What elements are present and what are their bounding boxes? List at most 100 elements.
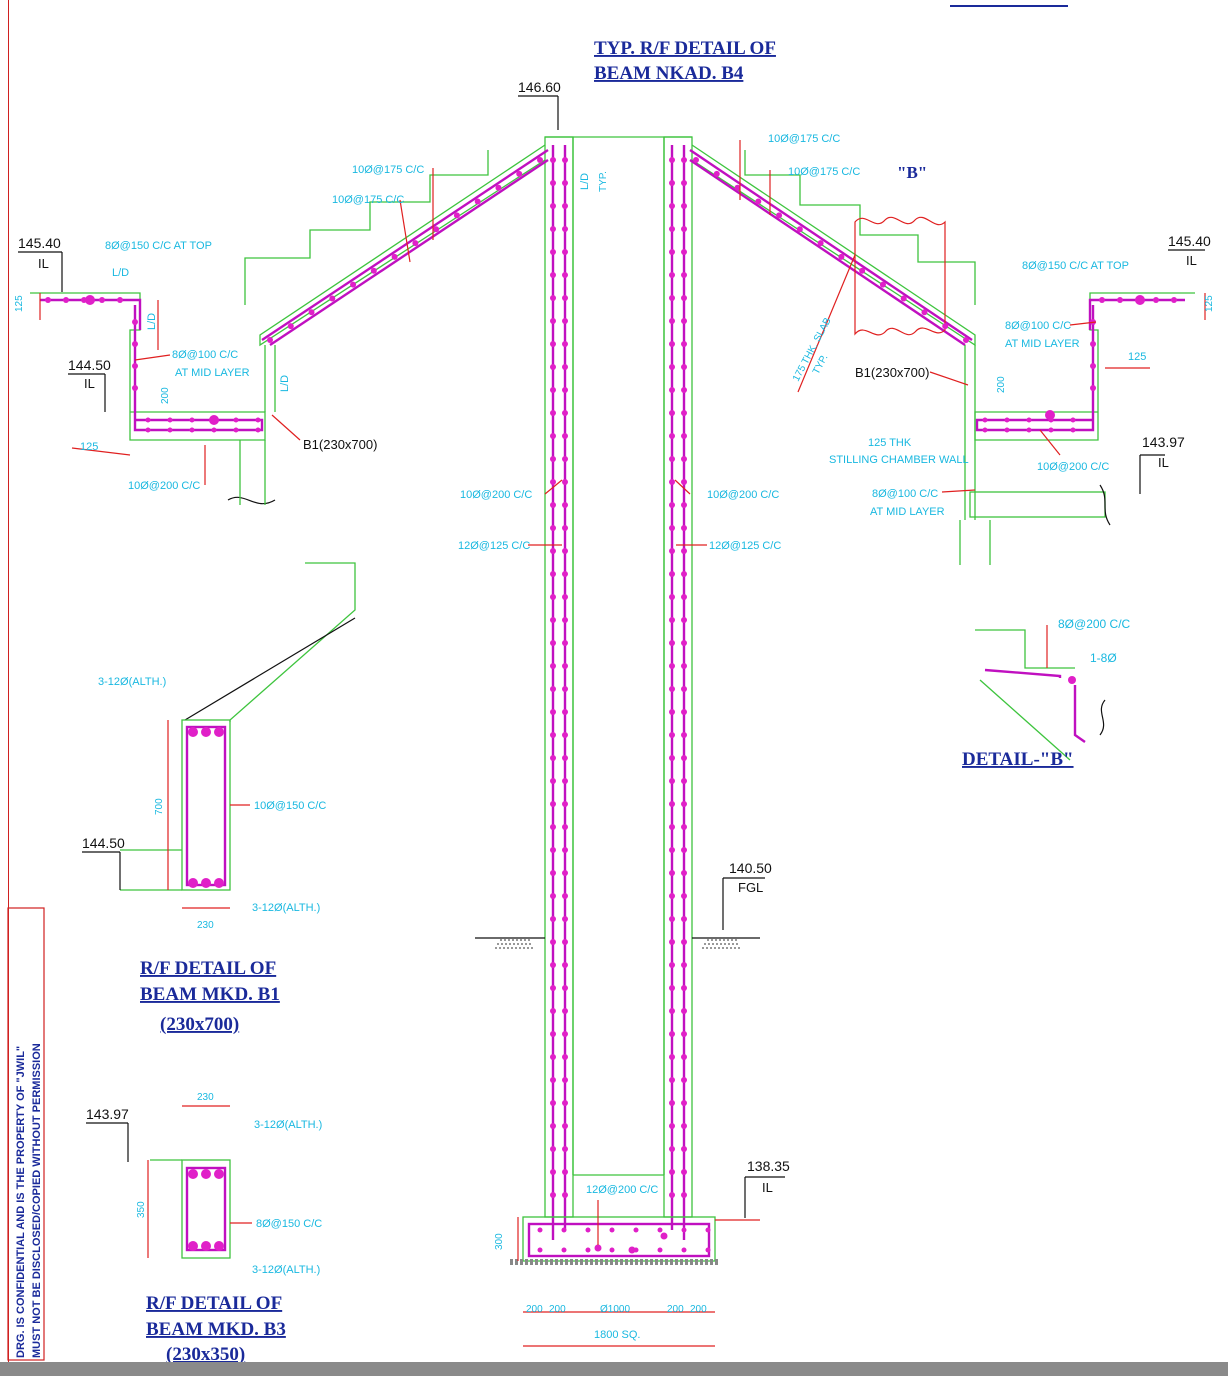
level-bottom-il: IL bbox=[762, 1180, 773, 1195]
detail-b-drawing bbox=[975, 629, 1106, 761]
rebar-dot bbox=[681, 548, 687, 554]
rebar-dot bbox=[562, 318, 568, 324]
rebar-dot bbox=[669, 525, 675, 531]
right-slab-structure bbox=[689, 144, 1195, 565]
rebar-dot bbox=[628, 1246, 636, 1254]
label-col-typ: TYP. bbox=[598, 171, 609, 192]
rebar-dot bbox=[562, 433, 568, 439]
rebar-dot bbox=[669, 732, 675, 738]
rebar-dot bbox=[669, 939, 675, 945]
rebar-dot bbox=[669, 548, 675, 554]
rebar-dot bbox=[99, 297, 105, 303]
rebar-dot bbox=[132, 319, 138, 325]
level-bottom: 138.35 bbox=[747, 1158, 790, 1174]
rebar-dot bbox=[1004, 427, 1010, 433]
label-left-top2: 10Ø@175 C/C bbox=[332, 194, 404, 206]
label-footing-300: 300 bbox=[494, 1233, 505, 1250]
rebar-dot bbox=[550, 1169, 556, 1175]
rebar-dot bbox=[669, 755, 675, 761]
rebar-dot bbox=[550, 1031, 556, 1037]
rebar-dot bbox=[681, 962, 687, 968]
rebar-dot bbox=[681, 456, 687, 462]
rebar-dot bbox=[550, 847, 556, 853]
rebar-dot bbox=[562, 364, 568, 370]
label-b1-stirrup: 10Ø@150 C/C bbox=[254, 800, 326, 812]
rebar-dot bbox=[1090, 341, 1096, 347]
label-footing-d1: 200 bbox=[526, 1304, 543, 1315]
central-column bbox=[510, 136, 720, 1265]
rebar-dot bbox=[681, 1192, 687, 1198]
rebar-dot bbox=[211, 427, 217, 433]
left-slab-rebar-dots bbox=[45, 157, 543, 433]
rebar-dot bbox=[562, 456, 568, 462]
rebar-dot bbox=[681, 1031, 687, 1037]
rebar-dot bbox=[562, 847, 568, 853]
rebar-dot bbox=[681, 1100, 687, 1106]
rebar-dot bbox=[609, 1227, 615, 1233]
label-right-8top: 8Ø@150 C/C AT TOP bbox=[1022, 260, 1129, 272]
rebar-dot bbox=[669, 1100, 675, 1106]
rebar-dot bbox=[214, 878, 224, 888]
rebar-dot bbox=[669, 847, 675, 853]
label-left-8mid: 8Ø@100 C/C bbox=[172, 349, 238, 361]
rebar-dot bbox=[681, 916, 687, 922]
rebar-dot bbox=[495, 184, 502, 191]
rebar-dot bbox=[669, 456, 675, 462]
rebar-dot bbox=[562, 295, 568, 301]
level-right-top-il: IL bbox=[1186, 253, 1197, 268]
rebar-dot bbox=[681, 1123, 687, 1129]
bottom-scroll-bar[interactable] bbox=[0, 1362, 1228, 1376]
rebar-dot bbox=[550, 870, 556, 876]
label-left-b1: B1(230x700) bbox=[303, 437, 377, 452]
rebar-dot bbox=[562, 801, 568, 807]
rebar-dot bbox=[63, 297, 69, 303]
level-b1: 144.50 bbox=[82, 835, 125, 851]
level-right-mid-il: IL bbox=[1158, 455, 1169, 470]
rebar-dot bbox=[550, 525, 556, 531]
rebar-dot bbox=[562, 249, 568, 255]
rebar-dot bbox=[167, 417, 173, 423]
rebar-dot bbox=[669, 985, 675, 991]
rebar-dot bbox=[1135, 295, 1145, 305]
rebar-dot bbox=[669, 594, 675, 600]
rebar-dot bbox=[669, 410, 675, 416]
rebar-dot bbox=[233, 417, 239, 423]
rebar-dot bbox=[189, 417, 195, 423]
rebar-dot bbox=[188, 1241, 198, 1251]
rebar-dot bbox=[1171, 297, 1177, 303]
rebar-dot bbox=[562, 732, 568, 738]
label-col-ld: L/D bbox=[579, 173, 591, 190]
rebar-dot bbox=[681, 1247, 687, 1253]
rebar-dot bbox=[1070, 427, 1076, 433]
rebar-dot bbox=[1153, 297, 1159, 303]
rebar-dot bbox=[633, 1247, 639, 1253]
label-footing-d4: 200 bbox=[667, 1304, 684, 1315]
rebar-dot bbox=[669, 295, 675, 301]
rebar-dot bbox=[681, 778, 687, 784]
rebar-dot bbox=[1026, 417, 1032, 423]
rebar-dot bbox=[681, 1169, 687, 1175]
label-b1-700: 700 bbox=[154, 798, 165, 815]
title-b3-line2: BEAM MKD. B3 bbox=[146, 1319, 286, 1340]
rebar-dot bbox=[562, 1123, 568, 1129]
rebar-dot bbox=[562, 870, 568, 876]
label-right-125: 125 bbox=[1204, 295, 1215, 312]
rebar-dot bbox=[681, 732, 687, 738]
label-left-8top: 8Ø@150 C/C AT TOP bbox=[105, 240, 212, 252]
label-right-top2: 10Ø@175 C/C bbox=[788, 166, 860, 178]
rebar-dot bbox=[550, 1054, 556, 1060]
rebar-dot bbox=[562, 1077, 568, 1083]
rebar-dot bbox=[562, 617, 568, 623]
rebar-dot bbox=[776, 212, 783, 219]
rebar-dot bbox=[350, 281, 357, 288]
rebar-dot bbox=[693, 157, 699, 163]
rebar-dot bbox=[681, 1077, 687, 1083]
level-fgl: 140.50 bbox=[729, 860, 772, 876]
rebar-dot bbox=[85, 295, 95, 305]
rebar-dot bbox=[669, 1031, 675, 1037]
rebar-dot bbox=[681, 341, 687, 347]
rebar-dot bbox=[201, 1241, 211, 1251]
rebar-dot bbox=[550, 433, 556, 439]
rebar-dot bbox=[550, 709, 556, 715]
rebar-dot bbox=[681, 801, 687, 807]
